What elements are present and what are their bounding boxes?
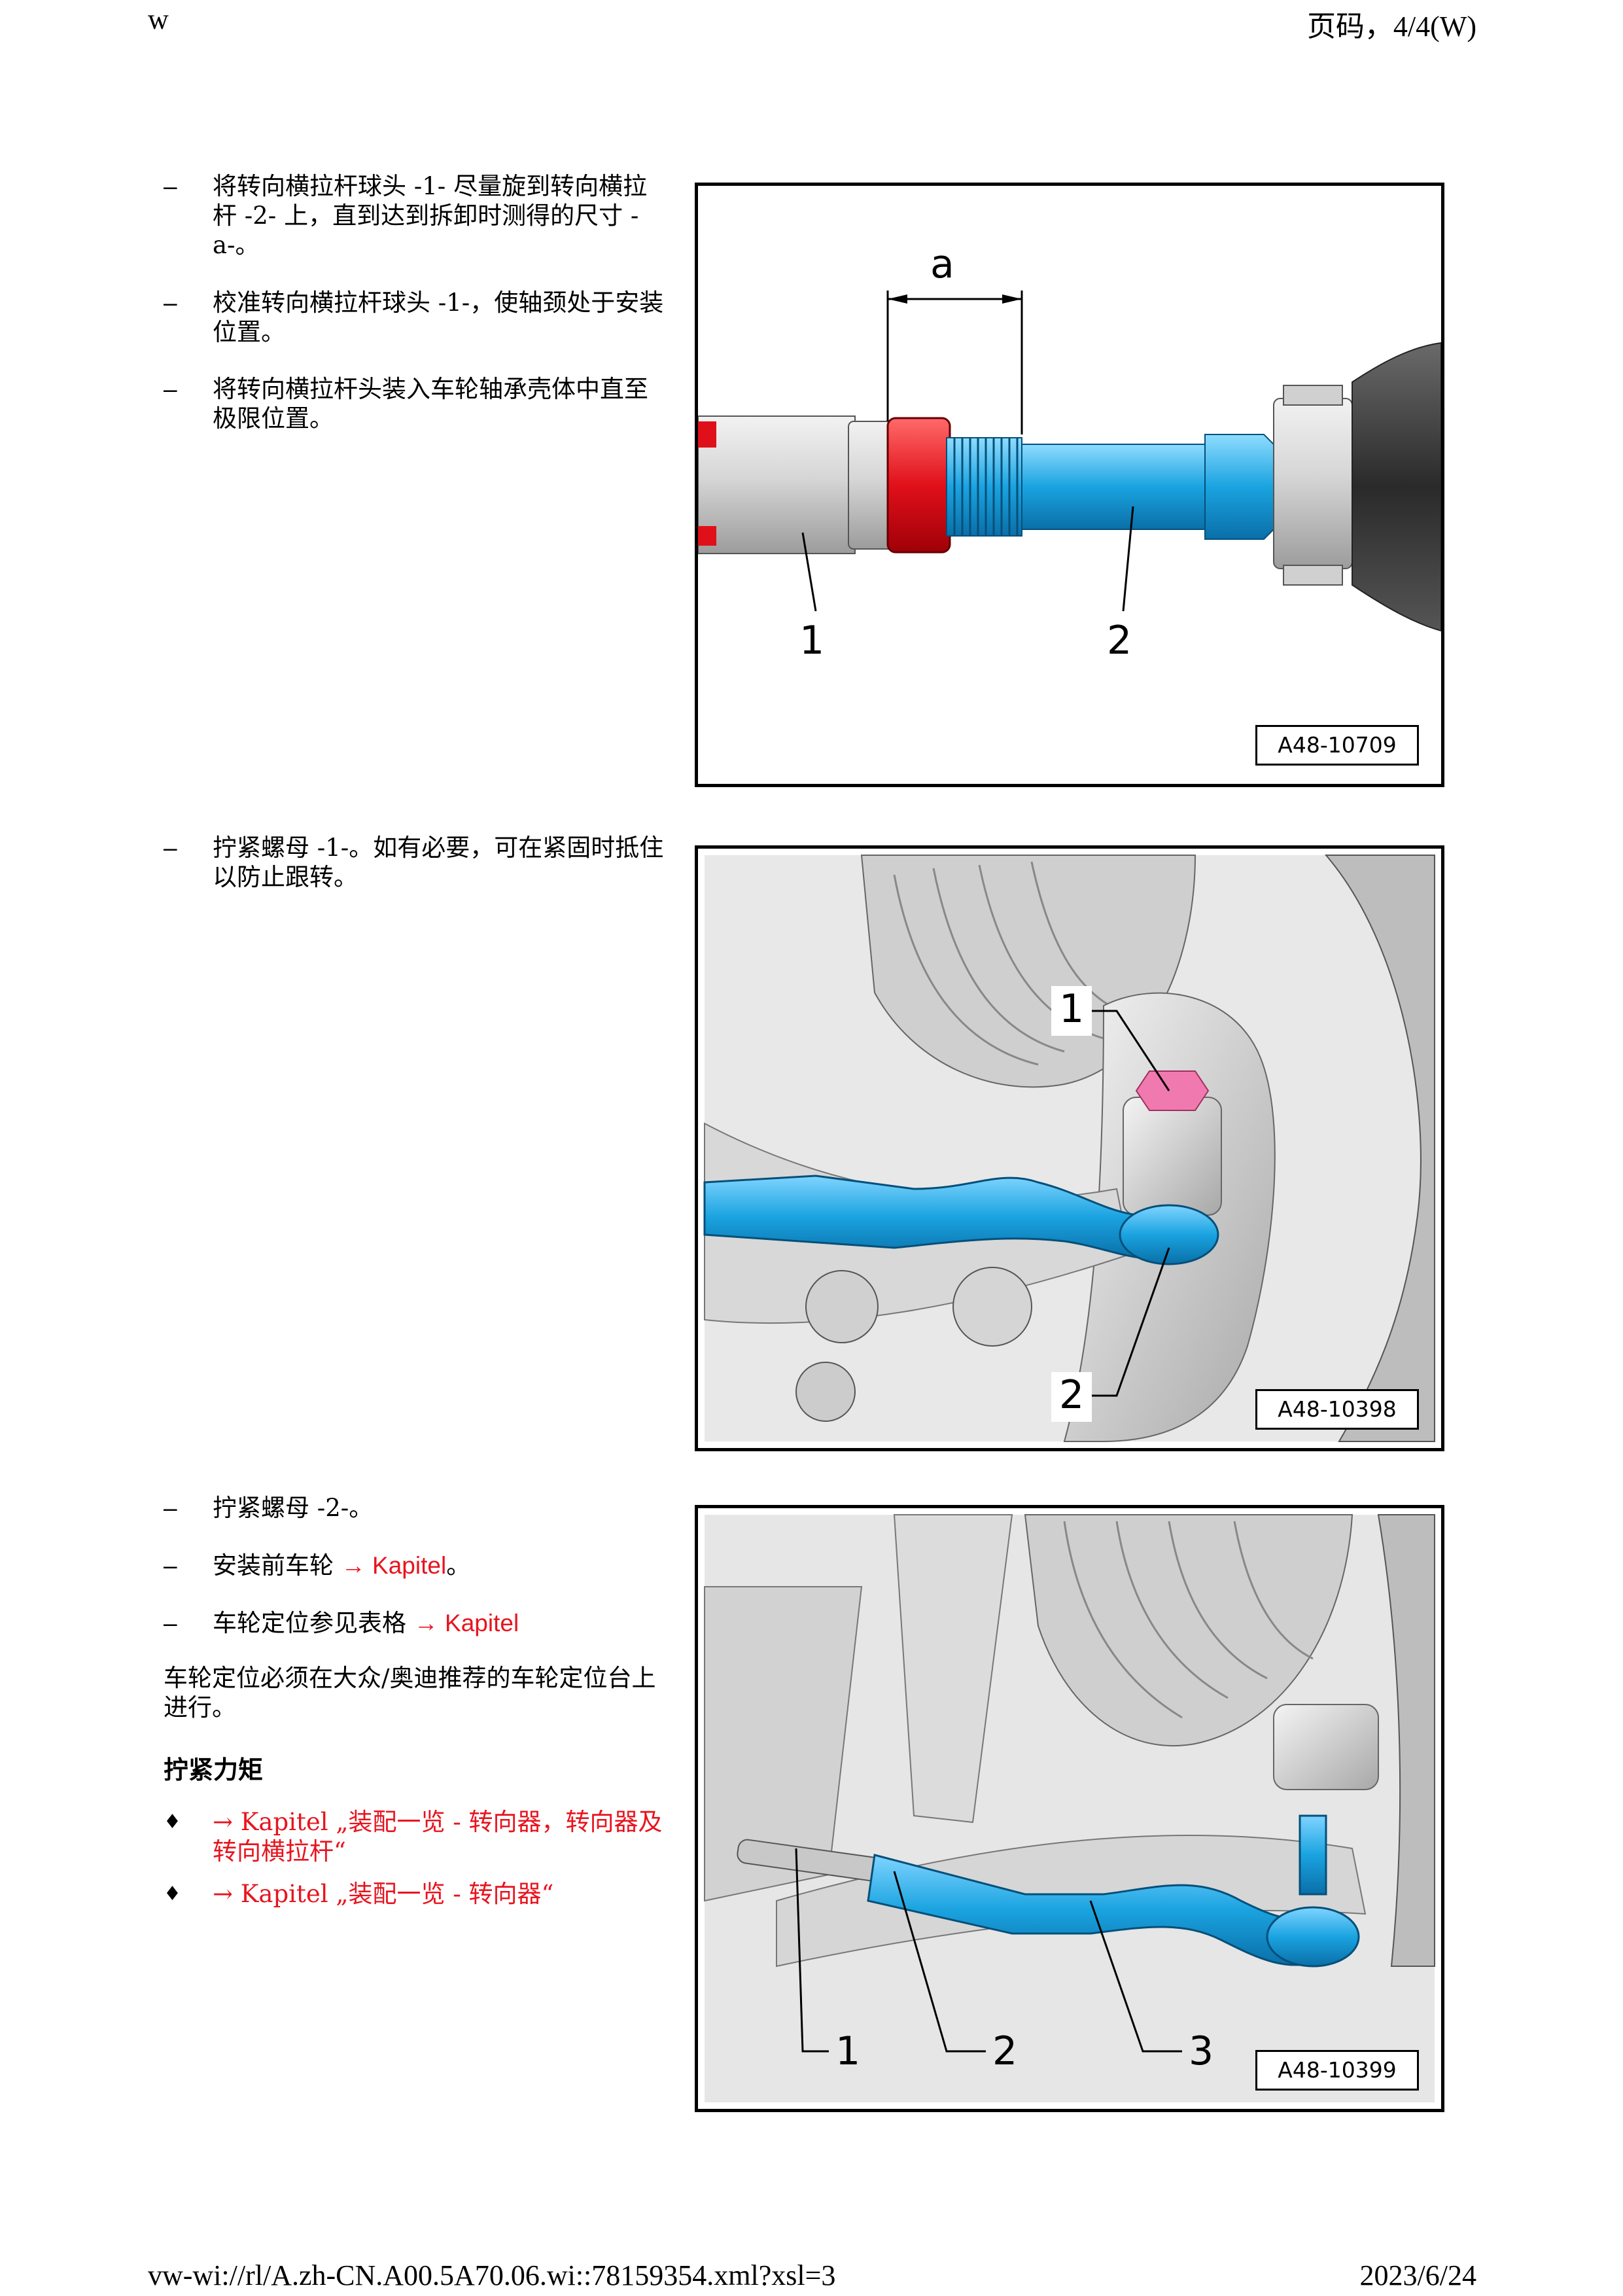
step-item: – 将转向横拉杆球头 -1- 尽量旋到转向横拉杆 -2- 上，直到达到拆卸时测得… — [164, 171, 674, 260]
step-text-end: 。 — [446, 1551, 471, 1580]
figure-tie-rod-assembly: 1 2 3 A48-10399 — [695, 1505, 1444, 2112]
dash-marker: – — [164, 1552, 177, 1579]
footer-url: vw-wi://rl/A.zh-CN.A00.5A70.06.wi::78159… — [148, 2259, 836, 2291]
kapitel-link[interactable]: → Kapitel „装配一览 - 转向器“ — [213, 1880, 554, 1908]
reference-item[interactable]: ♦ → Kapitel „装配一览 - 转向器“ — [164, 1879, 674, 1909]
callout-label: 2 — [992, 2028, 1018, 2074]
dash-marker: – — [164, 376, 177, 402]
callout-label: 2 — [1107, 618, 1132, 663]
step-item: – 车轮定位参见表格 → Kapitel — [164, 1608, 674, 1638]
kapitel-link[interactable]: → Kapitel — [341, 1552, 447, 1579]
step-item: – 安装前车轮 → Kapitel。 — [164, 1551, 674, 1580]
step-item: – 校准转向横拉杆球头 -1-，使轴颈处于安装位置。 — [164, 288, 674, 347]
figure-nut-tightening: 1 2 A48-10398 — [695, 845, 1444, 1451]
footer-date: 2023/6/24 — [1359, 2259, 1476, 2291]
callout-label: 1 — [799, 618, 825, 663]
callout-label: 1 — [1059, 986, 1085, 1032]
step-text: 安装前车轮 → Kapitel。 — [213, 1551, 671, 1580]
step-item: – 拧紧螺母 -1-。如有必要，可在紧固时抵住以防止跟转。 — [164, 833, 674, 892]
dash-marker: – — [164, 289, 177, 316]
suspension-illustration — [703, 855, 1435, 1442]
step-text-plain: 车轮定位参见表格 — [213, 1609, 414, 1637]
dash-marker: – — [164, 1610, 177, 1636]
callout-label: 2 — [1059, 1372, 1085, 1418]
step-text: 车轮定位参见表格 → Kapitel — [213, 1608, 671, 1638]
step-item: – 将转向横拉杆头装入车轮轴承壳体中直至极限位置。 — [164, 374, 674, 433]
dash-marker: – — [164, 173, 177, 200]
kapitel-link[interactable]: → Kapitel — [413, 1610, 519, 1636]
note-text: 车轮定位必须在大众/奥迪推荐的车轮定位台上进行。 — [164, 1664, 656, 1722]
tie-rod-assembly-illustration — [704, 1514, 1435, 2102]
step-text-plain: 安装前车轮 — [213, 1551, 341, 1580]
step-text: 将转向横拉杆头装入车轮轴承壳体中直至极限位置。 — [213, 375, 648, 433]
diamond-bullet-icon: ♦ — [164, 1810, 181, 1833]
diamond-bullet-icon: ♦ — [164, 1882, 181, 1905]
header-page-number: 页码，4/4(W) — [1306, 10, 1476, 43]
figure-id: A48-10399 — [1255, 2050, 1419, 2091]
reference-item[interactable]: ♦ → Kapitel „装配一览 - 转向器，转向器及转向横拉杆“ — [164, 1807, 674, 1866]
figure-tie-rod-dimension: a 1 2 A48-10709 — [695, 183, 1444, 787]
figure-id: A48-10709 — [1255, 725, 1419, 766]
step-text: 校准转向横拉杆球头 -1-，使轴颈处于安装位置。 — [213, 289, 664, 346]
callout-label: 1 — [835, 2028, 861, 2074]
section-heading: 拧紧力矩 — [164, 1755, 264, 1784]
kapitel-link[interactable]: → Kapitel „装配一览 - 转向器，转向器及转向横拉杆“ — [213, 1808, 663, 1865]
callout-label: 3 — [1189, 2028, 1214, 2074]
step-text: 拧紧螺母 -2-。 — [213, 1494, 374, 1522]
dimension-label: a — [930, 241, 954, 287]
header-left: w — [148, 3, 169, 35]
figure-id: A48-10398 — [1255, 1389, 1419, 1430]
dash-marker: – — [164, 834, 177, 861]
step-item: – 拧紧螺母 -2-。 — [164, 1493, 674, 1523]
step-text: 将转向横拉杆球头 -1- 尽量旋到转向横拉杆 -2- 上，直到达到拆卸时测得的尺… — [213, 172, 648, 259]
tie-rod-illustration — [698, 291, 1441, 632]
dash-marker: – — [164, 1494, 177, 1521]
step-text: 拧紧螺母 -1-。如有必要，可在紧固时抵住以防止跟转。 — [213, 834, 664, 891]
